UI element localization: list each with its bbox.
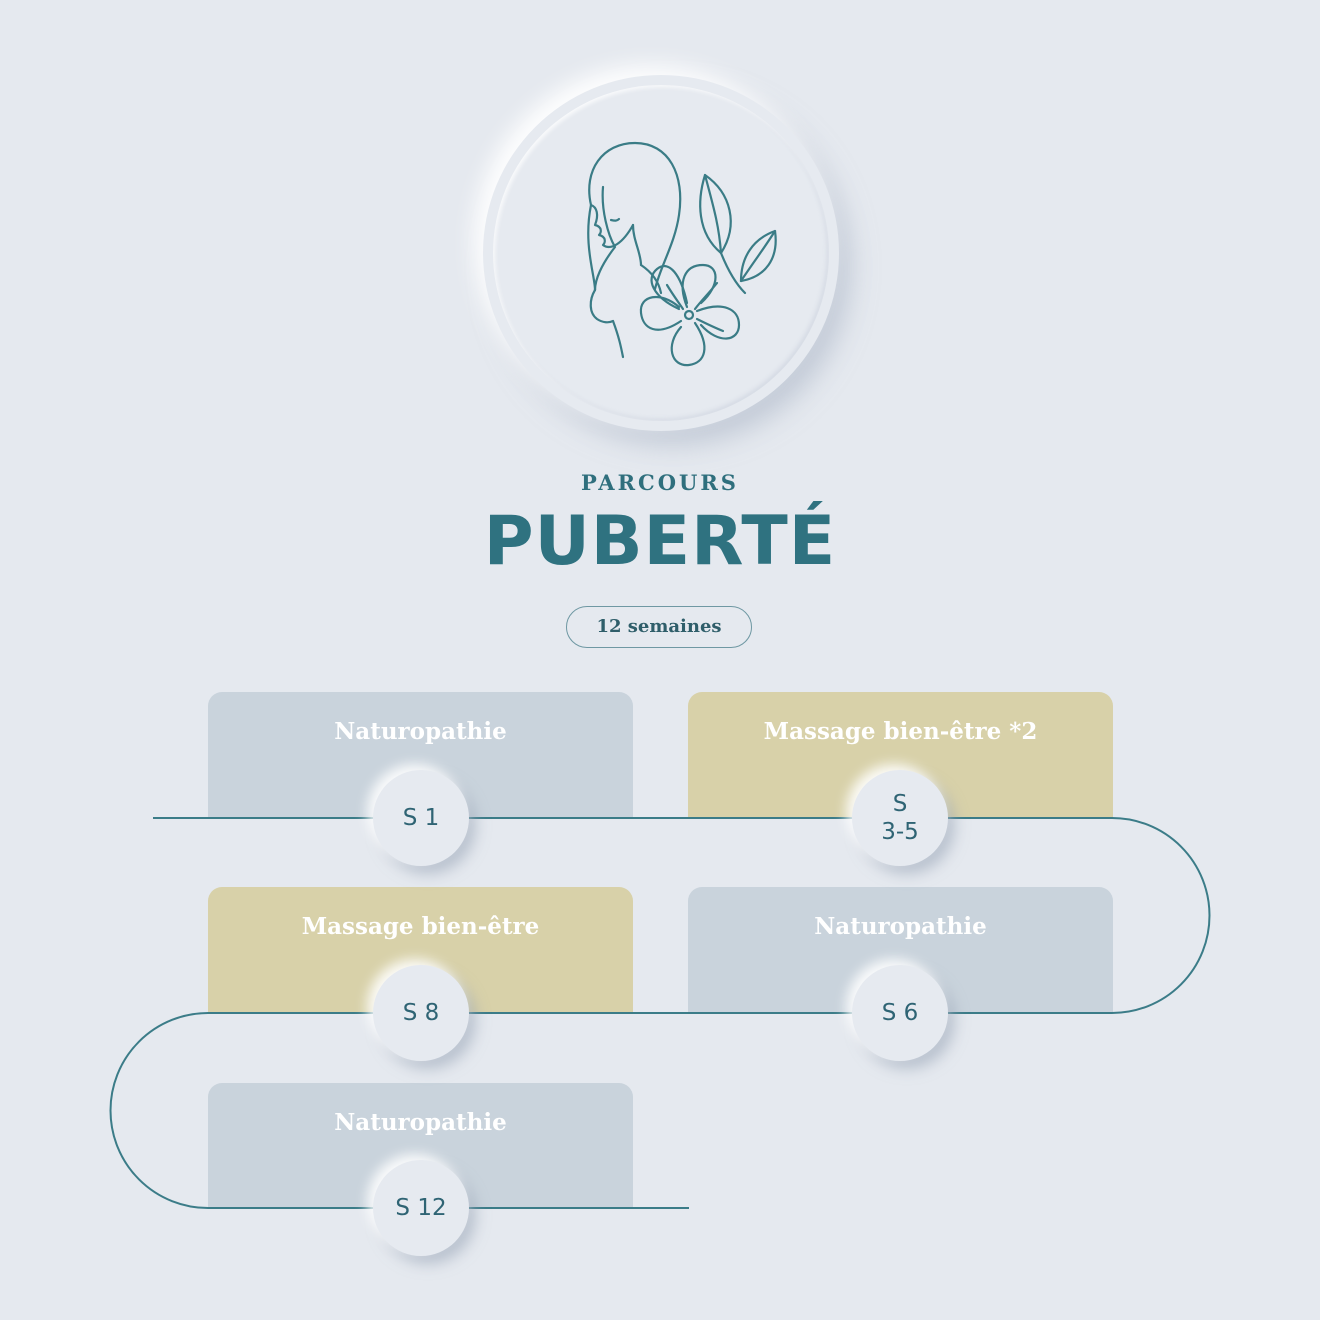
week-badge-2: S 3-5 — [852, 770, 948, 866]
step-card-label: Massage bien-être *2 — [763, 718, 1038, 745]
eyebrow-label: PARCOURS — [581, 470, 739, 495]
week-badge-3: S 6 — [852, 965, 948, 1061]
page-title: PUBERTÉ — [483, 502, 837, 581]
week-badge-4: S 8 — [373, 965, 469, 1061]
woman-flower-icon — [587, 141, 777, 367]
step-card-label: Massage bien-être — [301, 913, 540, 940]
step-card-label: Naturopathie — [334, 718, 507, 745]
week-badge-5: S 12 — [373, 1160, 469, 1256]
duration-pill: 12 semaines — [566, 606, 752, 648]
step-card-label: Naturopathie — [814, 913, 987, 940]
step-card-label: Naturopathie — [334, 1109, 507, 1136]
emblem — [483, 75, 839, 431]
week-badge-1: S 1 — [373, 770, 469, 866]
